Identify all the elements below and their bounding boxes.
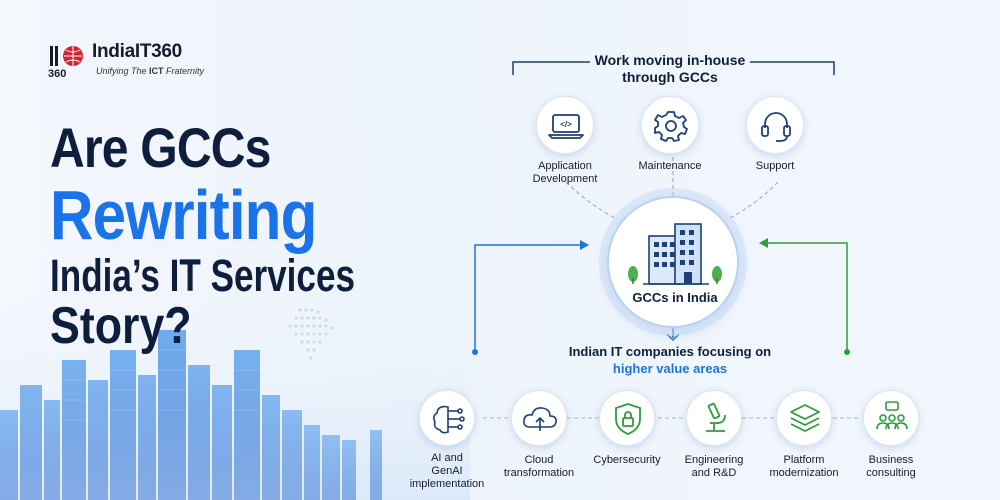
support-label: Support — [735, 160, 815, 173]
top-item-2-line-1: Maintenance — [638, 160, 702, 172]
bottom-item-1-line-1: AI and — [431, 452, 463, 464]
support-node — [746, 96, 804, 154]
cloud-transformation-node — [511, 390, 567, 446]
logo-name: IndiaIT360 — [92, 41, 182, 62]
cybersecurity-node — [599, 390, 655, 446]
logo-360-text: 360 — [48, 68, 67, 80]
gccs-in-india-hub: GCCs in India — [607, 196, 739, 328]
logo-globe-icon — [50, 46, 83, 66]
top-item-1-line-2: Development — [532, 173, 598, 185]
ai-brain-icon — [433, 405, 465, 434]
focus-line-1: Indian IT companies focusing on — [568, 344, 772, 359]
tree-icon — [628, 266, 722, 284]
logo-tagline-suffix: Fraternity — [163, 66, 205, 76]
logo-tagline-prefix: Unifying The — [96, 66, 150, 76]
top-item-1-line-1: Application — [538, 160, 592, 172]
top-bracket — [512, 61, 835, 75]
bottom-item-6-line-1: Business — [868, 454, 914, 466]
focus-text: Indian IT companies focusing on higher v… — [520, 343, 820, 377]
cybersecurity-label: Cybersecurity — [582, 454, 672, 467]
logo-tagline: Unifying The ICT Fraternity — [96, 66, 204, 76]
maintenance-node — [641, 96, 699, 154]
people-chat-icon — [876, 401, 908, 430]
focus-line-2: higher value areas — [612, 361, 728, 376]
ai-genai-label: AI and GenAI implementation — [407, 452, 487, 491]
bottom-item-3-line-1: Cybersecurity — [593, 454, 661, 466]
logo-tagline-bold: ICT — [149, 66, 164, 76]
bottom-item-2-line-1: Cloud — [524, 454, 554, 466]
application-development-node: </> — [536, 96, 594, 154]
headline: Are GCCs Rewriting India’s IT Services S… — [50, 116, 410, 355]
headline-line-4: Story? — [50, 297, 192, 355]
center-label: GCCs in India — [632, 290, 718, 305]
right-flow-arrow — [763, 242, 848, 352]
maintenance-label: Maintenance — [630, 160, 710, 173]
svg-text:</>: </> — [560, 120, 572, 129]
headset-icon — [761, 112, 791, 142]
headline-line-1: Are GCCs — [50, 116, 271, 179]
left-flow-arrow — [474, 244, 585, 352]
bottom-item-5-line-2: modernization — [769, 467, 839, 479]
business-consulting-label: Business consulting — [846, 454, 936, 480]
headline-line-3: India’s IT Services — [50, 250, 356, 301]
bottom-item-2-line-2: transformation — [503, 467, 575, 479]
city-skyline-graphic — [0, 290, 470, 500]
bottom-item-1-line-3: implementation — [409, 478, 485, 490]
bottom-item-5-line-1: Platform — [783, 454, 825, 466]
layers-icon — [790, 404, 820, 432]
platform-modernization-label: Platform modernization — [757, 454, 851, 480]
top-section-title: Work moving in-house through GCCs — [560, 52, 780, 86]
indiait360-logo[interactable]: 360 IndiaIT360 Unifying The ICT Fraterni… — [42, 38, 318, 116]
bottom-item-4-line-2: and R&D — [691, 467, 737, 479]
headline-line-2: Rewriting — [50, 176, 317, 254]
top-title-line-1: Work moving in-house — [594, 52, 746, 68]
bottom-item-1-line-2: GenAI — [431, 465, 463, 477]
top-title-line-2: through GCCs — [622, 69, 718, 85]
office-building-icon — [628, 223, 722, 285]
engineering-rd-node — [686, 390, 742, 446]
cloud-upload-icon — [523, 407, 557, 431]
business-consulting-node — [863, 390, 919, 446]
cloud-transformation-label: Cloud transformation — [494, 454, 584, 480]
microscope-icon — [706, 402, 726, 432]
platform-modernization-node — [776, 390, 832, 446]
laptop-code-icon: </> — [548, 114, 584, 139]
bottom-item-6-line-2: consulting — [866, 467, 916, 479]
application-development-label: Application Development — [520, 160, 610, 186]
bottom-item-4-line-1: Engineering — [684, 454, 744, 466]
engineering-rd-label: Engineering and R&D — [669, 454, 759, 480]
top-item-3-line-1: Support — [755, 160, 795, 172]
ai-genai-node — [419, 390, 475, 446]
gear-icon — [654, 111, 688, 142]
shield-lock-icon — [615, 403, 641, 435]
